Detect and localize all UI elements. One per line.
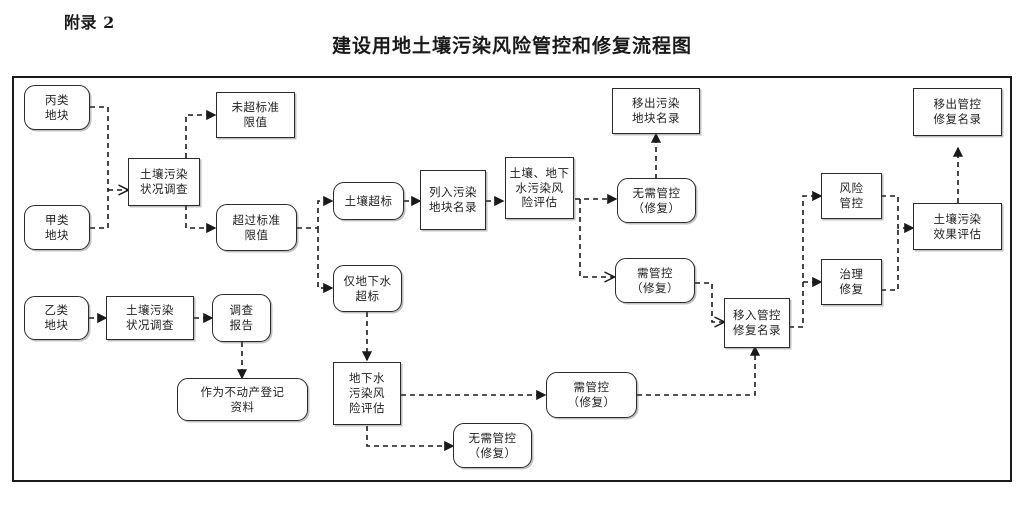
page-title: 建设用地土壤污染风险管控和修复流程图 bbox=[331, 35, 692, 57]
node-realestate-registration-material[interactable]: 作为不动产登记 资料 bbox=[177, 378, 308, 421]
node-enter-control-remediation-list[interactable]: 移入管控 修复名录 bbox=[724, 298, 790, 348]
node-control-needed-1[interactable]: 需管控 （修复） bbox=[615, 258, 695, 303]
node-no-control-needed-2[interactable]: 无需管控 （修复） bbox=[453, 423, 532, 468]
node-soil-pollution-effect-assessment[interactable]: 土壤污染 效果评估 bbox=[913, 203, 1002, 250]
node-control-needed-2[interactable]: 需管控 （修复） bbox=[546, 372, 637, 418]
node-exceed-limit[interactable]: 超过标准 限值 bbox=[216, 204, 297, 251]
node-remediation[interactable]: 治理 修复 bbox=[821, 259, 882, 305]
node-groundwater-risk-assessment[interactable]: 地下水 污染风 险评估 bbox=[333, 362, 401, 425]
node-jia-parcel[interactable]: 甲类 地块 bbox=[24, 205, 90, 250]
node-remove-from-polluted-list[interactable]: 移出污染 地块名录 bbox=[612, 88, 700, 134]
node-soil-survey-1[interactable]: 土壤污染 状况调查 bbox=[128, 158, 200, 206]
node-bing-parcel[interactable]: 丙类 地块 bbox=[24, 85, 90, 130]
appendix-label: 附录 2 bbox=[64, 13, 115, 32]
node-listed-polluted-parcel[interactable]: 列入污染 地块名录 bbox=[420, 170, 486, 230]
node-no-control-needed-1[interactable]: 无需管控 （修复） bbox=[617, 178, 696, 223]
node-soil-groundwater-risk-assessment[interactable]: 土壤、地下 水污染风 险评估 bbox=[505, 157, 574, 219]
node-yi-parcel[interactable]: 乙类 地块 bbox=[24, 296, 89, 340]
node-risk-control[interactable]: 风险 管控 bbox=[821, 173, 882, 219]
node-not-exceed-limit[interactable]: 未超标准 限值 bbox=[216, 92, 295, 138]
node-soil-exceed[interactable]: 土壤超标 bbox=[333, 182, 404, 220]
node-groundwater-only-exceed[interactable]: 仅地下水 超标 bbox=[333, 265, 402, 312]
node-remove-from-control-list[interactable]: 移出管控 修复名录 bbox=[913, 88, 1002, 136]
node-survey-report[interactable]: 调查 报告 bbox=[212, 294, 271, 342]
node-soil-survey-2[interactable]: 土壤污染 状况调查 bbox=[106, 296, 194, 340]
